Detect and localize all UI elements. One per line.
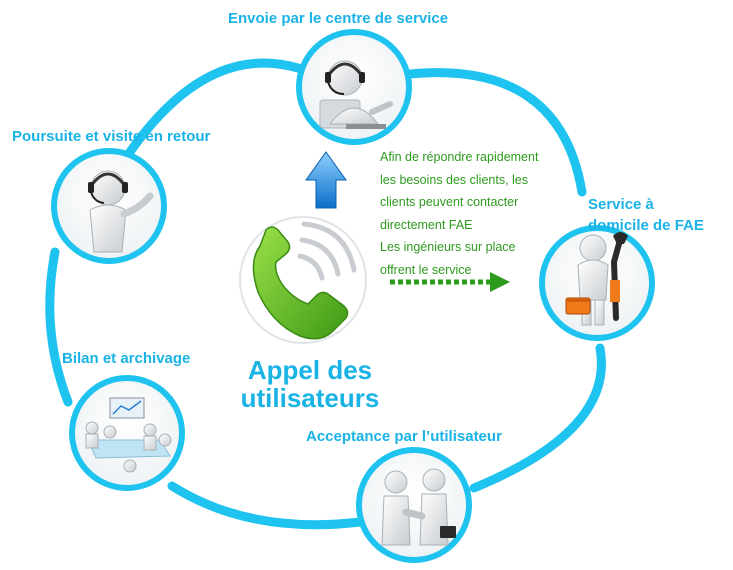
handshake-icon [381,468,456,546]
step-label-right-line2: domicile de FAE [588,217,704,234]
ring-arc-top-right [405,68,587,197]
center-phone-node [239,216,367,344]
node-meeting [69,375,185,491]
node-handshake [356,447,472,563]
cycle-ring [45,58,606,530]
node-call-center [296,29,412,145]
call-center-operator-icon [319,60,393,129]
center-title-line1: Appel des [247,355,373,385]
repair-technician-icon [565,232,628,326]
center-title: Appel des utilisateurs [215,356,405,412]
up-arrow-icon [305,151,347,209]
ring-arc-right-bottom [469,343,606,493]
meeting-table-icon [85,397,172,473]
step-label-right-line1: Service à [588,196,654,213]
step-label-left-bottom: Bilan et archivage [62,350,191,367]
step-label-bottom: Acceptance par l’utilisateur [306,428,502,445]
phone-icon [252,221,357,340]
step-label-left-top: Poursuite et visite en retour [12,128,211,145]
dotted-right-arrow-icon [390,272,510,292]
note-line: offrent le service [380,262,472,277]
step-label-top: Envoie par le centre de service [228,10,449,27]
note-line: Les ingénieurs sur place [380,240,516,254]
headset-person-icon [88,170,154,253]
ring-arc-left-top [113,58,303,175]
step-label-right: Service à domicile de FAE [588,194,704,236]
note-line: clients peuvent contacter [380,195,519,209]
ring-arc-bottom-left [167,481,365,530]
center-title-line2: utilisateurs [240,383,380,413]
service-note: Afin de répondre rapidement les besoins … [380,146,580,281]
note-line: Afin de répondre rapidement [380,150,539,164]
node-technician [539,225,655,341]
node-follow-up [51,148,167,264]
ring-arc-left [45,247,73,407]
note-line: les besoins des clients, les [380,172,528,187]
note-line: directement FAE [380,217,473,232]
